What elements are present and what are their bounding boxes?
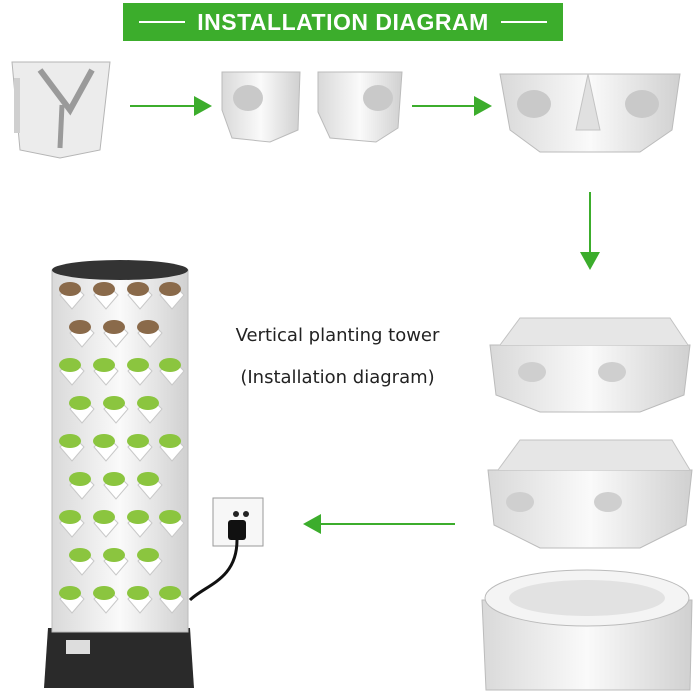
power-socket — [188, 497, 264, 602]
plant-seedling — [103, 320, 125, 334]
plant-seedling — [137, 396, 159, 410]
step1-panel-part — [11, 61, 111, 159]
caption-line-2: (Installation diagram) — [240, 367, 435, 388]
plant-seedling — [69, 472, 91, 486]
plant-seedling — [59, 510, 81, 524]
plant-seedling — [69, 396, 91, 410]
plant-seedling — [59, 358, 81, 372]
banner-line-left — [139, 21, 186, 23]
plant-seedling — [69, 320, 91, 334]
assembled-tower — [44, 260, 194, 688]
title-banner: INSTALLATION DIAGRAM — [123, 3, 563, 41]
plant-seedling — [59, 434, 81, 448]
banner-line-right — [500, 21, 547, 23]
plant-seedling — [93, 586, 115, 600]
tower-plant-cells — [59, 282, 185, 614]
plant-seedling — [137, 320, 159, 334]
plant-seedling — [93, 282, 115, 296]
plant-seedling — [103, 472, 125, 486]
exploded-layer-middle — [487, 439, 693, 549]
step3-segment — [499, 73, 681, 153]
plant-seedling — [127, 282, 149, 296]
plant-seedling — [127, 434, 149, 448]
plant-seedling — [69, 548, 91, 562]
diagram-title: INSTALLATION DIAGRAM — [197, 8, 489, 35]
plant-seedling — [93, 434, 115, 448]
plant-seedling — [159, 434, 181, 448]
plant-seedling — [159, 586, 181, 600]
tower-label-plate — [66, 640, 90, 654]
plant-seedling — [127, 510, 149, 524]
plant-seedling — [127, 358, 149, 372]
plant-seedling — [137, 548, 159, 562]
plant-seedling — [93, 510, 115, 524]
exploded-base — [481, 569, 693, 691]
plant-seedling — [159, 358, 181, 372]
exploded-layer-top — [489, 317, 691, 413]
caption-line-1: Vertical planting tower — [235, 325, 440, 346]
plant-seedling — [103, 396, 125, 410]
plant-seedling — [127, 586, 149, 600]
plant-seedling — [93, 358, 115, 372]
plant-seedling — [159, 510, 181, 524]
plant-seedling — [59, 282, 81, 296]
plant-seedling — [59, 586, 81, 600]
plant-seedling — [159, 282, 181, 296]
plant-seedling — [103, 548, 125, 562]
plant-seedling — [137, 472, 159, 486]
step2-parts — [221, 71, 403, 143]
